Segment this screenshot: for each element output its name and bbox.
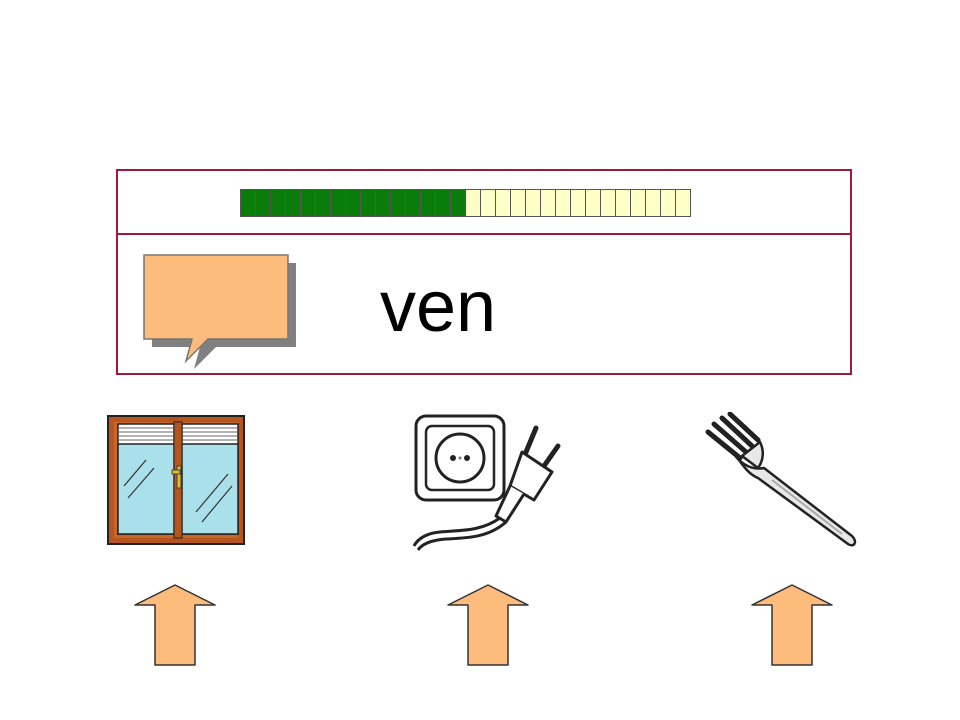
progress-cell-todo	[661, 189, 676, 217]
progress-cell-done	[436, 189, 451, 217]
progress-cell-done	[451, 189, 466, 217]
word-panel: ven	[116, 169, 852, 375]
fork-icon[interactable]	[702, 412, 866, 548]
progress-cell-todo	[556, 189, 571, 217]
progress-cell-todo	[511, 189, 526, 217]
progress-cell-todo	[676, 189, 691, 217]
progress-cell-todo	[631, 189, 646, 217]
progress-cell-todo	[571, 189, 586, 217]
progress-cell-done	[406, 189, 421, 217]
progress-cell-todo	[601, 189, 616, 217]
progress-cell-done	[346, 189, 361, 217]
progress-cell-done	[331, 189, 346, 217]
progress-cell-done	[361, 189, 376, 217]
select-window-arrow[interactable]	[134, 584, 216, 666]
progress-cell-done	[301, 189, 316, 217]
progress-cell-done	[376, 189, 391, 217]
progress-cell-done	[271, 189, 286, 217]
progress-cell-todo	[586, 189, 601, 217]
speech-bubble-icon[interactable]	[136, 249, 296, 369]
progress-bar	[240, 189, 691, 217]
select-fork-arrow[interactable]	[751, 584, 833, 666]
power-socket-plug-icon[interactable]	[410, 412, 570, 552]
progress-cell-todo	[541, 189, 556, 217]
progress-cell-done	[391, 189, 406, 217]
progress-cell-done	[316, 189, 331, 217]
progress-cell-done	[286, 189, 301, 217]
progress-cell-done	[256, 189, 271, 217]
progress-cell-todo	[481, 189, 496, 217]
progress-cell-todo	[496, 189, 511, 217]
progress-cell-todo	[526, 189, 541, 217]
target-word: ven	[380, 267, 497, 347]
progress-cell-done	[241, 189, 256, 217]
progress-cell-todo	[616, 189, 631, 217]
panel-divider	[118, 233, 850, 235]
progress-cell-todo	[646, 189, 661, 217]
progress-cell-todo	[466, 189, 481, 217]
window-icon[interactable]	[106, 414, 246, 546]
select-socket-arrow[interactable]	[447, 584, 529, 666]
progress-cell-done	[421, 189, 436, 217]
